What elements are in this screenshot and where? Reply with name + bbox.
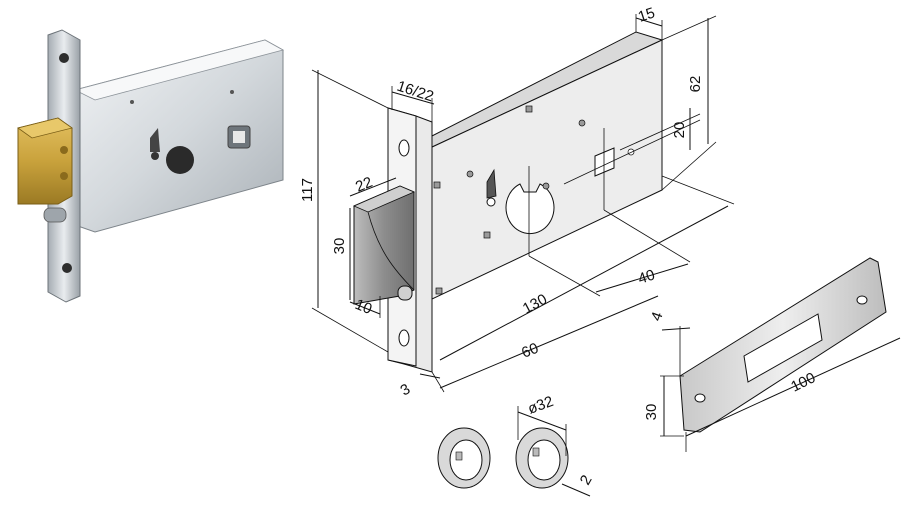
keyhole-icon [505,183,555,235]
dim-phi32: ø32 [526,393,556,418]
faceplate-drawing [352,107,433,373]
dim-62: 62 [687,76,704,93]
screw-hole-icon [62,263,72,273]
keyhole-icon [166,146,194,174]
screw-hole-icon [59,53,69,63]
dim-130: 130 [520,291,550,318]
dim-3: 3 [398,381,414,400]
rosettes-drawing [437,406,591,497]
dim-4: 4 [648,310,667,324]
dimension-lines [311,14,735,393]
lock-photo [17,29,285,303]
screw-hole-icon [694,393,706,403]
lock-case-drawing [427,31,701,301]
screw-hole-icon [856,295,868,305]
strike-opening [743,313,823,383]
dim-22: 22 [353,174,375,196]
dim-2: 2 [577,472,596,488]
dim-10: 10 [353,296,375,318]
dim-30-plate: 30 [643,404,660,421]
dim-16-22: 16/22 [395,78,436,106]
dim-20: 20 [671,122,688,139]
dim-117: 117 [299,178,316,202]
dim-30-bolt: 30 [331,238,348,255]
dim-60: 60 [519,340,541,362]
screw-hole-icon [398,329,410,347]
dim-40: 40 [636,266,657,287]
dim-15: 15 [636,4,657,25]
dim-100: 100 [788,369,818,395]
screw-hole-icon [398,139,410,157]
strike-plate-drawing [660,257,901,452]
